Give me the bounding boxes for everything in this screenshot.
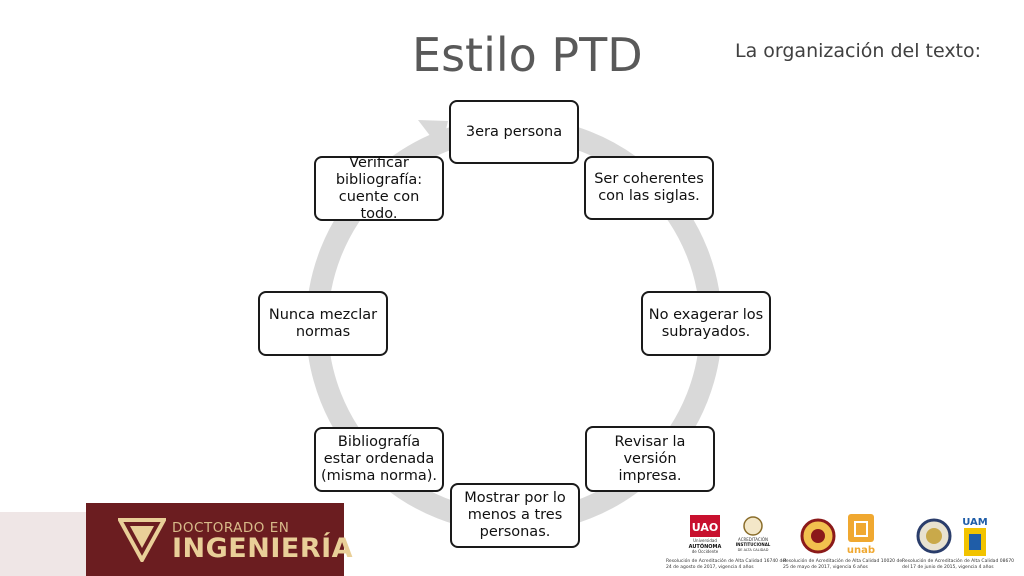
uao-text-2: AUTÓNOMA <box>689 543 722 550</box>
svg-text:UAO: UAO <box>692 521 718 534</box>
accreditation-text-1: Resolución de Acreditación de Alta Calid… <box>666 559 787 570</box>
cycle-arrow-head <box>418 120 448 150</box>
uao-text-1: Universidad <box>693 538 717 543</box>
accreditation-text-2: Resolución de Acreditación de Alta Calid… <box>783 559 904 570</box>
cycle-node-coherent-acronyms: Ser coherentes con las siglas. <box>584 156 714 220</box>
acred-text-3: DE ALTA CALIDAD <box>738 548 769 552</box>
cycle-node-printed-version: Revisar la versión impresa. <box>585 426 715 492</box>
uam-text: UAM <box>962 517 988 528</box>
uao-logo: UAO Universidad AUTÓNOMA de Occidente <box>689 515 722 554</box>
slide-subtitle: La organización del texto: <box>735 40 982 62</box>
uam-logo: UAM <box>962 517 988 556</box>
cycle-node-third-person: 3era persona <box>449 100 579 164</box>
unab-text: unab <box>847 545 875 556</box>
cycle-node-never-mix-norms: Nunca mezclar normas <box>258 291 388 356</box>
acred-text-1: ACREDITACIÓN <box>738 537 768 542</box>
cycle-node-underlines: No exagerar los subrayados. <box>641 291 771 356</box>
uao-text-3: de Occidente <box>692 549 719 554</box>
accreditation-seal-logo: ACREDITACIÓN INSTITUCIONAL DE ALTA CALID… <box>736 516 771 552</box>
slide-title: Estilo PTD <box>412 28 643 82</box>
cycle-node-bibliography-ordered: Bibliografía estar ordenada (misma norma… <box>314 427 444 492</box>
accreditation-text-3: Resolución de Acreditación de Alta Calid… <box>902 559 1015 570</box>
cycle-node-verify-bibliography: Verificar bibliografía: cuente con todo. <box>314 155 444 222</box>
brand-text-line1: DOCTORADO EN <box>172 520 290 536</box>
institution-seal-logo <box>800 518 836 554</box>
cycle-node-show-three-people: Mostrar por lo menos a tres personas. <box>450 483 580 548</box>
footer-band <box>0 512 86 576</box>
acred-text-2: INSTITUCIONAL <box>736 542 771 547</box>
university-seal-logo <box>916 518 952 554</box>
brand-text-line2: INGENIERÍA <box>172 533 354 564</box>
unab-logo: unab <box>847 514 875 556</box>
brand-emblem-icon <box>118 518 166 562</box>
